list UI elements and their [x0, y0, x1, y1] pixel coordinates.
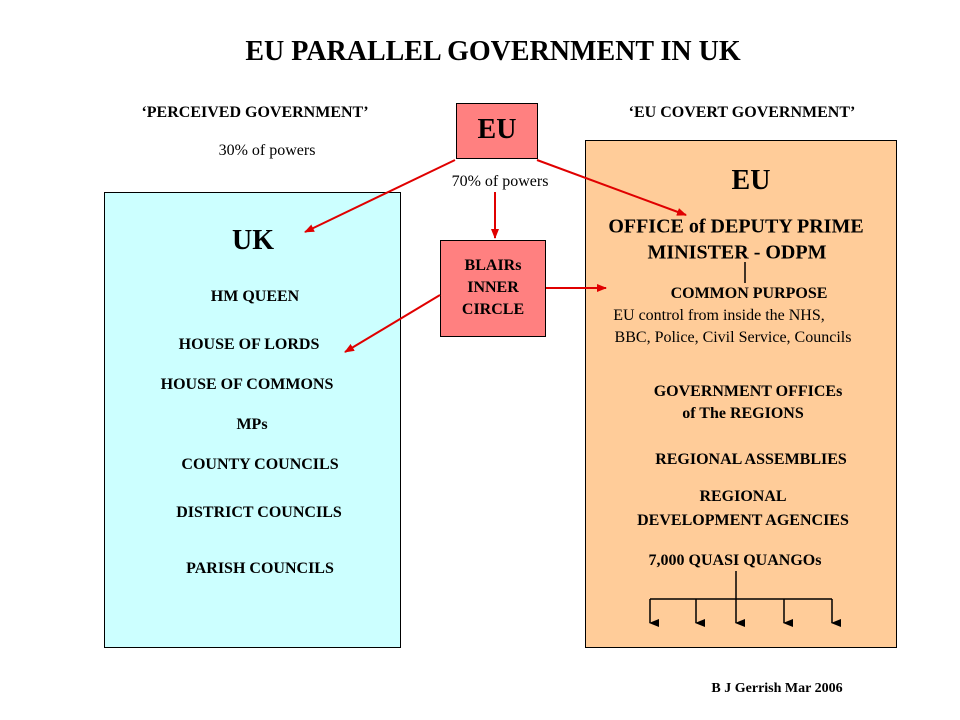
- arrow-blair-to-lords: [344, 294, 441, 353]
- blair-line: CIRCLE: [461, 301, 525, 318]
- eu-covert-title: EU: [731, 165, 771, 196]
- uk-item: MPs: [236, 416, 268, 433]
- uk-item: HOUSE OF LORDS: [178, 336, 320, 353]
- arrow-eu-to-uk: [304, 159, 456, 233]
- eu-box-label: EU: [477, 114, 517, 145]
- uk-item: HM QUEEN: [210, 288, 300, 305]
- odpm-line: MINISTER - ODPM: [647, 241, 827, 264]
- uk-item: HOUSE OF COMMONS: [160, 376, 334, 393]
- perceived-powers-label: 30% of powers: [218, 142, 316, 159]
- odpm-line: OFFICE of DEPUTY PRIME: [608, 215, 864, 238]
- uk-item: PARISH COUNCILS: [186, 560, 334, 577]
- uk-item: DISTRICT COUNCILS: [176, 504, 342, 521]
- common-purpose: COMMON PURPOSE: [670, 285, 828, 302]
- page-title: EU PARALLEL GOVERNMENT IN UK: [245, 36, 741, 67]
- common-purpose-desc: BBC, Police, Civil Service, Councils: [614, 329, 852, 346]
- blair-line: BLAIRs: [464, 257, 522, 274]
- uk-item: COUNTY COUNCILS: [181, 456, 339, 473]
- rda: REGIONAL: [699, 488, 787, 505]
- rda: DEVELOPMENT AGENCIES: [637, 512, 849, 529]
- eu-covert-box: [585, 140, 897, 648]
- perceived-government-heading: ‘PERCEIVED GOVERNMENT’: [141, 104, 369, 121]
- gov-offices: GOVERNMENT OFFICEs: [653, 383, 843, 400]
- eu-box: [456, 103, 538, 159]
- covert-government-heading: ‘EU COVERT GOVERNMENT’: [628, 104, 856, 121]
- blairs-inner-circle-box: [440, 240, 546, 337]
- common-purpose-desc: EU control from inside the NHS,: [613, 307, 825, 324]
- arrow-eu-to-odpm: [536, 159, 687, 216]
- quangos: 7,000 QUASI QUANGOs: [648, 552, 822, 569]
- regional-assemblies: REGIONAL ASSEMBLIES: [655, 451, 847, 468]
- credit: B J Gerrish Mar 2006: [711, 681, 843, 696]
- uk-box-title: UK: [232, 225, 274, 256]
- blair-line: INNER: [467, 279, 519, 296]
- eu-powers-label: 70% of powers: [451, 173, 549, 190]
- gov-offices: of The REGIONS: [682, 405, 804, 422]
- uk-box: [104, 192, 401, 648]
